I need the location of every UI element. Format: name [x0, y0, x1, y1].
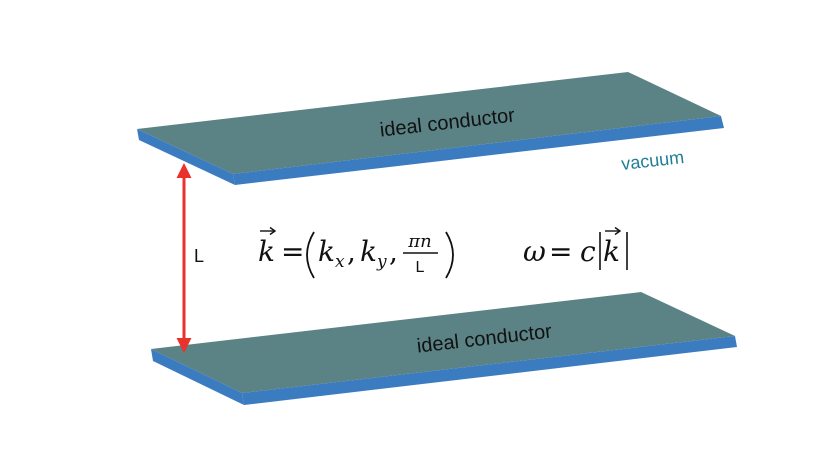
right-paren	[445, 231, 454, 279]
eq-ky-sub: y	[376, 252, 387, 272]
separation-label: L	[194, 246, 204, 266]
eq-c: c	[580, 235, 596, 268]
eq-kx-base: k	[318, 235, 335, 268]
eq-comma-1: ,	[347, 235, 356, 268]
eq-k-symbol: k	[258, 235, 275, 268]
eq-omega: ω	[523, 235, 546, 268]
eq-fraction-numerator: πn	[407, 231, 431, 252]
top-plate-front-edge	[233, 116, 724, 185]
medium-label: vacuum	[620, 147, 685, 174]
eq-comma-2: ,	[389, 235, 398, 268]
wave-vector-equation: k = k x , k y , πn L	[258, 226, 454, 279]
eq-kx-sub: x	[335, 252, 345, 272]
bottom-plate-face	[151, 292, 735, 393]
dispersion-equation: ω = c k	[523, 226, 628, 270]
vector-arrowhead-k	[269, 226, 277, 236]
left-paren	[306, 231, 315, 279]
top-plate-side-edge	[137, 129, 235, 185]
vector-arrowhead-k-2	[614, 226, 622, 236]
eq-ky-base: k	[360, 235, 377, 268]
top-plate-face	[137, 72, 721, 174]
eq-equals: =	[281, 235, 304, 268]
top-plate: ideal conductor	[137, 72, 724, 185]
eq-k-symbol-2: k	[603, 235, 620, 268]
eq-fraction-denominator: L	[416, 259, 425, 276]
bottom-plate-side-edge	[151, 349, 244, 405]
bottom-plate-front-edge	[242, 336, 737, 405]
eq-equals-2: =	[549, 235, 572, 268]
bottom-plate: ideal conductor	[151, 292, 737, 405]
